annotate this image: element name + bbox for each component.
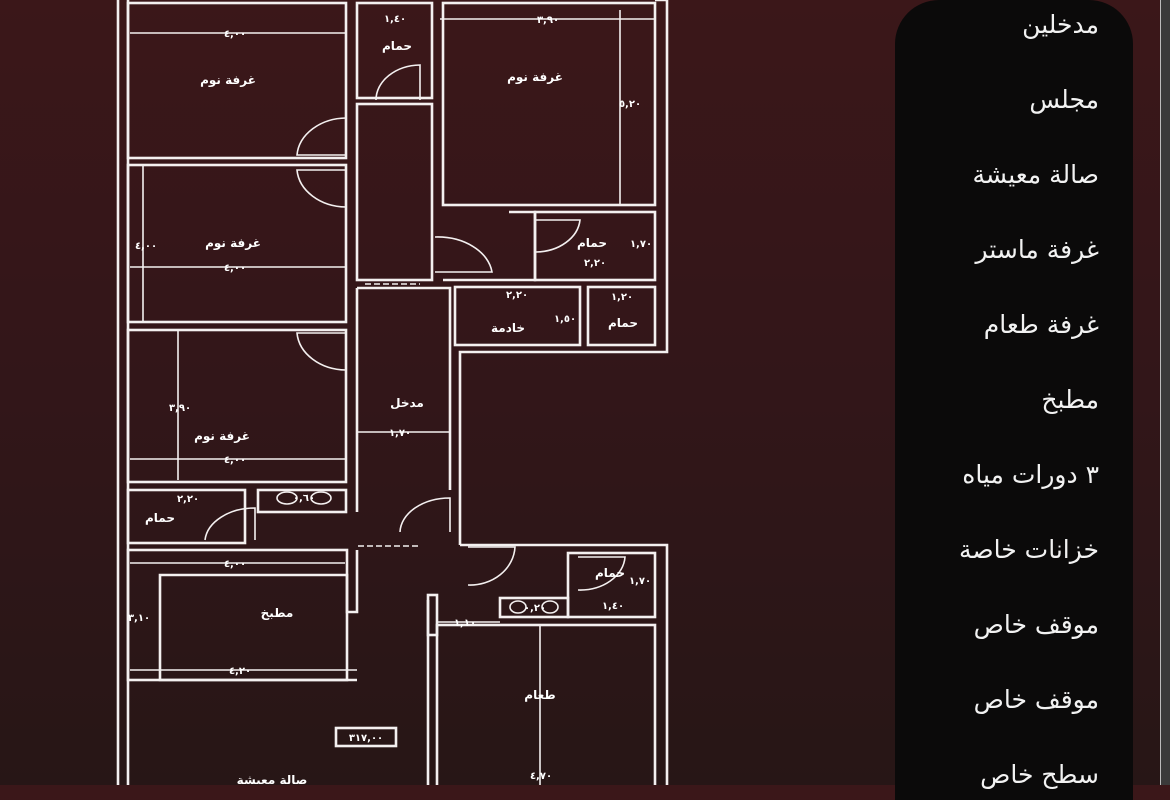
dimension-label: ٤,٠٠ xyxy=(224,29,246,40)
room-label: حمام xyxy=(595,566,625,581)
feature-item: مجلس xyxy=(1029,85,1099,114)
window-edge xyxy=(1160,0,1170,785)
dimension-label: ١,٢٠ xyxy=(611,292,633,303)
dimension-labels: ٤,٠٠ ١,٤٠ ٣,٩٠ ٥,٢٠ ٤,٠٠ ٤,٠٠ ٢,٢٠ ١,٧٠ … xyxy=(128,14,652,782)
feature-item: موقف خاص xyxy=(973,610,1099,639)
walls xyxy=(116,0,669,785)
feature-item: موقف خاص xyxy=(973,685,1099,714)
dimension-label: ٣,٩٠ xyxy=(537,15,559,26)
room-label: صالة معيشة xyxy=(237,773,308,785)
feature-item: غرفة طعام xyxy=(983,310,1099,339)
floor-plan: غرفة نوم غرفة نوم غرفة نوم غرفة نوم حمام… xyxy=(116,0,669,785)
dimension-label: ٢,٢٠ xyxy=(177,494,199,505)
dimension-label: ٣,١٠ xyxy=(128,613,150,624)
dimension-label: ١,٧٠ xyxy=(629,576,651,587)
room-label: حمام xyxy=(577,236,607,251)
dimension-label: ١,١٠ xyxy=(454,618,476,629)
dimension-label: ٠,٢٠ xyxy=(524,603,546,614)
room-label: غرفة نوم xyxy=(507,70,563,85)
room-label: طعام xyxy=(524,688,555,703)
dimension-label: ٤,٠٠ xyxy=(135,241,157,252)
feature-item: ٣ دورات مياه xyxy=(962,460,1099,489)
room-label: غرفة نوم xyxy=(194,429,250,444)
area-label: ٣١٧,٠٠ xyxy=(349,733,383,744)
dimension-label: ٣,٩٠ xyxy=(169,403,191,414)
room-labels: غرفة نوم غرفة نوم غرفة نوم غرفة نوم حمام… xyxy=(145,39,638,785)
dimension-label: ١,٤٠ xyxy=(384,14,406,25)
feature-item: صالة معيشة xyxy=(972,160,1099,189)
feature-item: غرفة ماستر xyxy=(975,235,1099,264)
room-label: مدخل xyxy=(390,396,424,410)
dimension-label: ٤,٧٠ xyxy=(530,771,552,782)
dimension-label: ١,٥٠ xyxy=(554,314,576,325)
dimension-label: ١,٤٠ xyxy=(602,601,624,612)
room-label: غرفة نوم xyxy=(200,73,256,88)
dimension-label: ١,٧٠ xyxy=(630,239,652,250)
room-label: حمام xyxy=(608,316,638,331)
dimension-label: ٢,٢٠ xyxy=(584,258,606,269)
dimension-label: ٤,٠٠ xyxy=(224,559,246,570)
dimension-label: ٤,٢٠ xyxy=(229,666,251,677)
feature-item: خزانات خاصة xyxy=(959,535,1099,564)
room-label: حمام xyxy=(145,511,175,526)
feature-item: مدخلين xyxy=(1022,10,1099,39)
room-label: غرفة نوم xyxy=(205,236,261,251)
dimension-label: ٤,٠٠ xyxy=(224,455,246,466)
room-label: خادمة xyxy=(491,321,525,335)
dimension-label: ٢,٢٠ xyxy=(506,290,528,301)
feature-item: سطح خاص xyxy=(980,760,1099,789)
room-label: حمام xyxy=(382,39,412,54)
room-label: مطبخ xyxy=(261,606,294,620)
features-panel: مدخلين مجلس صالة معيشة غرفة ماستر غرفة ط… xyxy=(895,0,1133,800)
dimension-label: ١,٧٠ xyxy=(389,428,411,439)
dimension-lines xyxy=(130,10,655,785)
dimension-label: ٠,٦٠ xyxy=(293,493,315,504)
dimension-label: ٤,٠٠ xyxy=(224,263,246,274)
doors xyxy=(204,64,626,591)
dimension-label: ٥,٢٠ xyxy=(619,99,641,110)
feature-item: مطبخ xyxy=(1041,385,1099,414)
